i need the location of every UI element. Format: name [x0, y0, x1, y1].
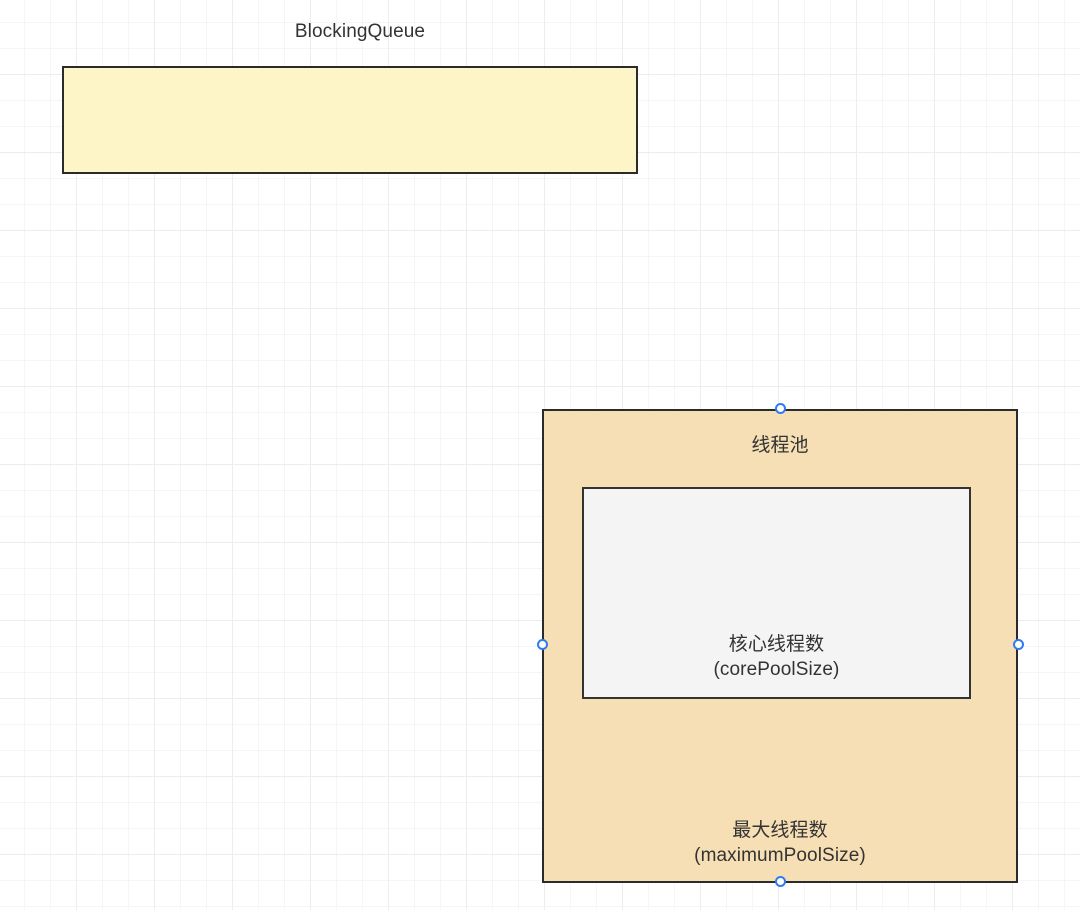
core-pool-size-box[interactable]	[582, 487, 971, 699]
selection-handle-right[interactable]	[1013, 639, 1024, 650]
selection-handle-left[interactable]	[537, 639, 548, 650]
thread-pool-title-label: 线程池	[751, 435, 809, 456]
selection-handle-bottom[interactable]	[775, 876, 786, 887]
selection-handle-top[interactable]	[775, 403, 786, 414]
maximum-pool-size-label: 最大线程数 (maximumPoolSize)	[694, 820, 866, 866]
blocking-queue-box[interactable]	[62, 66, 638, 174]
core-pool-size-label: 核心线程数 (corePoolSize)	[713, 634, 840, 680]
blocking-queue-label: BlockingQueue	[294, 21, 426, 42]
